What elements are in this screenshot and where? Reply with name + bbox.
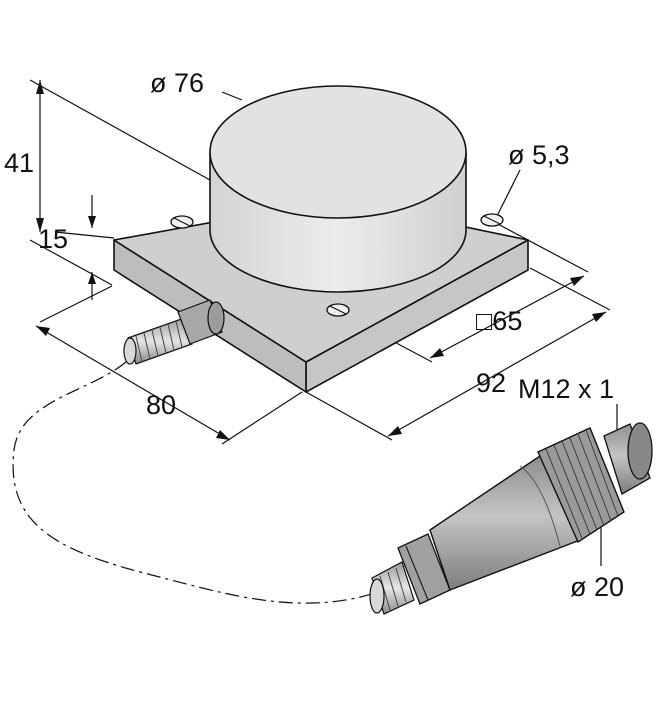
- sensor-body: [113, 85, 529, 393]
- label-base-height: 15: [38, 224, 68, 254]
- label-connector-diameter: ø 20: [570, 572, 624, 602]
- dimension-lines: [12, 79, 618, 604]
- label-top-diameter: ø 76: [150, 68, 204, 98]
- side-connector: [123, 299, 225, 365]
- label-square-side: □65: [476, 306, 522, 336]
- sensor-cap: [209, 85, 467, 293]
- label-height-total: 41: [4, 148, 34, 178]
- label-thread: M12 x 1: [518, 374, 614, 404]
- label-width: 80: [146, 390, 176, 420]
- dimension-labels: ø 76 ø 5,3 41 15 □65 92 80 M12 x 1 ø 20: [4, 68, 624, 602]
- mounting-hole-front: [326, 303, 350, 317]
- mounting-hole-right: [480, 213, 504, 227]
- mounting-hole-left: [170, 215, 194, 229]
- label-hole-diameter: ø 5,3: [508, 140, 570, 170]
- cable-connector: [369, 422, 653, 615]
- label-length: 92: [476, 368, 506, 398]
